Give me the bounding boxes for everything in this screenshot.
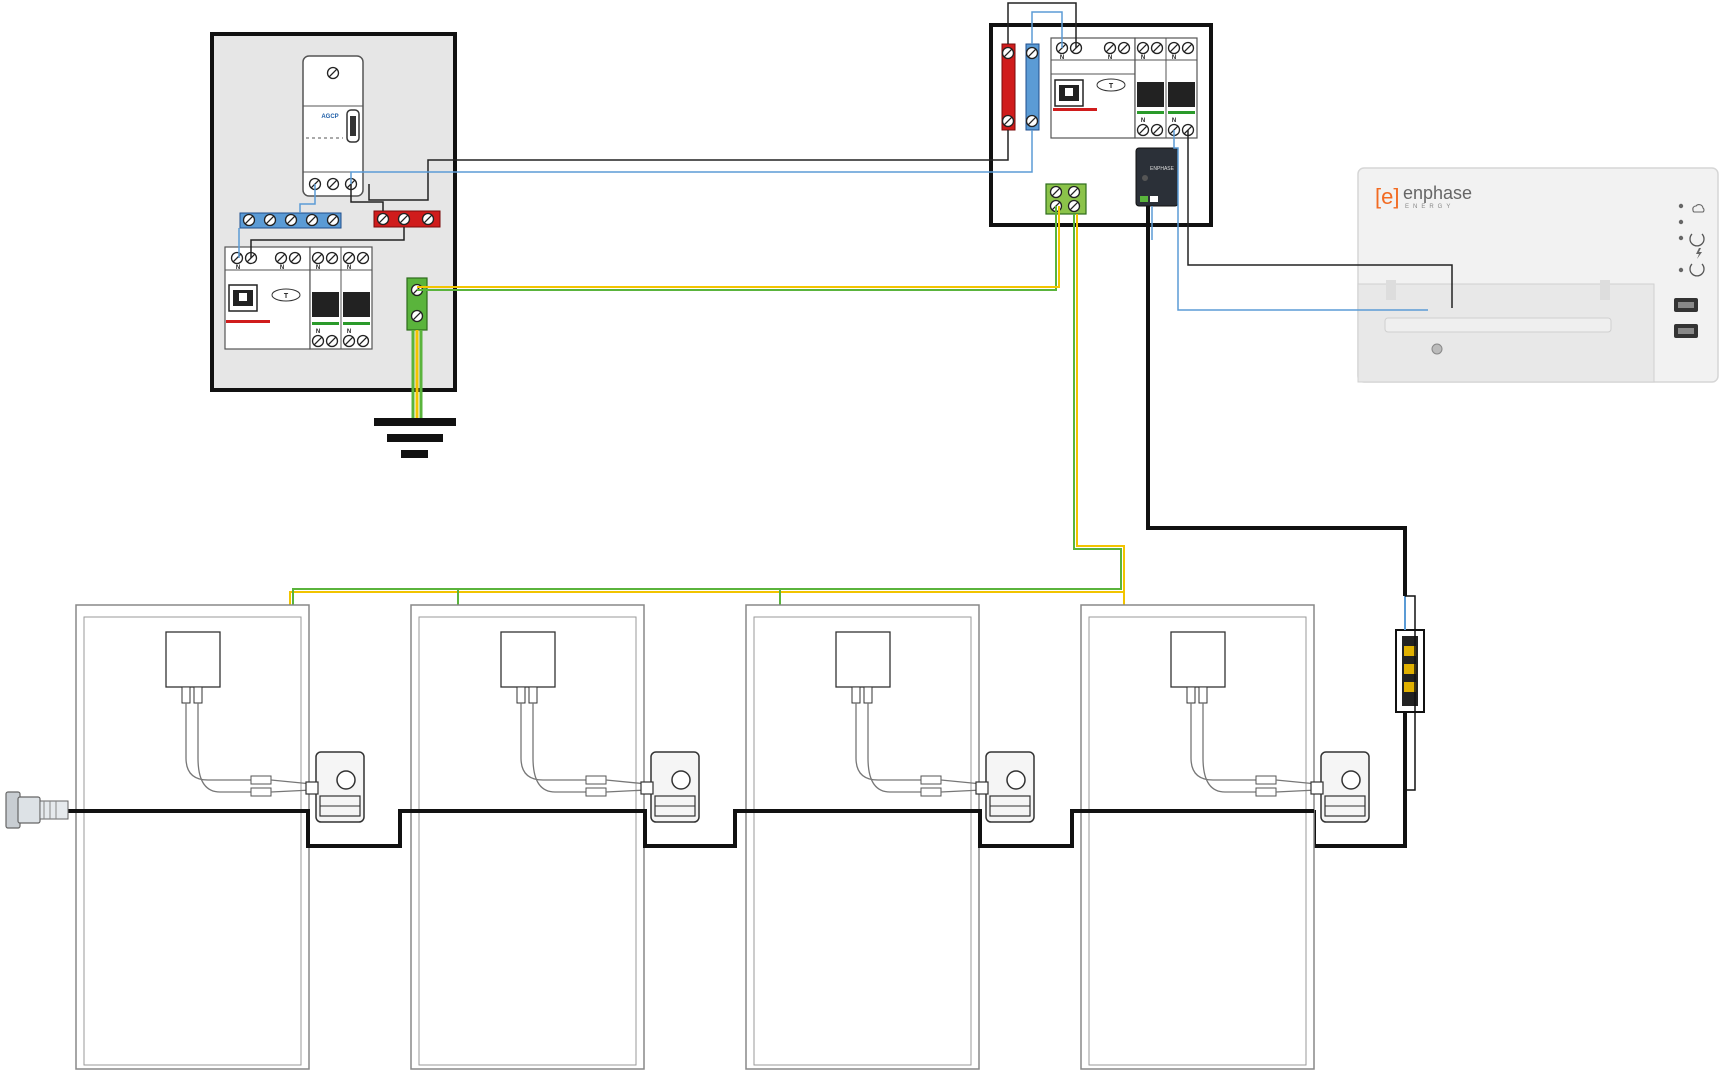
agcp-label: AGCP xyxy=(321,114,338,120)
relay-brand: ENPHASE xyxy=(1150,166,1175,172)
usb-port-icon[interactable] xyxy=(1674,298,1698,338)
neutral-mark: N xyxy=(1172,55,1176,61)
microinverter-icon xyxy=(305,751,365,823)
junction-box-icon xyxy=(1395,629,1425,713)
main-panel-internal-wiring xyxy=(238,184,405,258)
main-distribution-board: AGCP N N xyxy=(210,32,457,458)
neutral-mark: N xyxy=(280,265,284,271)
neutral-mark: N xyxy=(236,265,240,271)
enphase-relay: ENPHASE xyxy=(1135,147,1179,207)
main-differential-switch: N N T xyxy=(224,246,311,350)
phase-busbar xyxy=(373,210,441,228)
microinverter-icon xyxy=(1310,751,1370,823)
cloud-icon xyxy=(1692,204,1705,213)
microinverter-icon xyxy=(640,751,700,823)
ground-symbol-icon xyxy=(374,418,456,458)
earth-link-wire xyxy=(417,206,1060,291)
pv-differential-switch: N N T xyxy=(1050,37,1136,139)
main-circuit-breakers: N N N N xyxy=(309,246,373,350)
neutral-mark: N xyxy=(1108,55,1112,61)
bolt-icon xyxy=(1696,248,1702,259)
junction-box-icon xyxy=(1170,631,1226,704)
solar-module xyxy=(745,604,1035,1070)
solar-modules-array xyxy=(75,604,1370,1070)
solar-module xyxy=(1080,604,1370,1070)
pv-differential-label: T xyxy=(1109,83,1114,90)
neutral-mark: N xyxy=(347,265,351,271)
junction-box-icon xyxy=(500,631,556,704)
differential-label: T xyxy=(284,293,289,300)
dc-leads xyxy=(1190,703,1256,793)
cable-end-cap-icon xyxy=(5,791,69,829)
neutral-mark: N xyxy=(316,329,320,335)
gateway-status-leds xyxy=(1678,203,1684,273)
gateway-supply-cables xyxy=(1173,130,1453,311)
pv-neutral-busbar xyxy=(1025,43,1040,131)
dc-leads xyxy=(185,703,251,793)
microinverter-icon xyxy=(975,751,1035,823)
pv-jumper-wires xyxy=(1007,2,1077,48)
pv-subpanel: N N T N N N N xyxy=(989,2,1213,227)
junction-box-icon xyxy=(835,631,891,704)
pv-phase-busbar xyxy=(1001,43,1016,131)
dc-leads xyxy=(855,703,921,793)
feeder-cables xyxy=(350,130,1033,201)
neutral-mark: N xyxy=(1141,118,1145,124)
ac-bus-cable xyxy=(68,809,1314,848)
gateway-brand-name: enphase xyxy=(1403,183,1472,203)
pv-earth-terminal-block xyxy=(1045,183,1087,215)
earth-terminal-block xyxy=(406,277,428,331)
module-earth-bus xyxy=(289,214,1125,618)
agcp-main-breaker: AGCP xyxy=(302,55,364,197)
dc-leads xyxy=(520,703,586,793)
neutral-mark: N xyxy=(1060,55,1064,61)
neutral-mark: N xyxy=(1172,118,1176,124)
enphase-envoy-gateway: [e] enphase ENERGY xyxy=(1357,167,1719,383)
solar-module xyxy=(410,604,700,1070)
neutral-mark: N xyxy=(316,265,320,271)
gateway-brand-sub: ENERGY xyxy=(1405,204,1454,210)
earth-rod-wire xyxy=(411,330,423,418)
power-button-icon[interactable] xyxy=(1689,233,1705,277)
neutral-mark: N xyxy=(347,329,351,335)
neutral-mark: N xyxy=(1141,55,1145,61)
neutral-busbar xyxy=(239,212,342,229)
gateway-brand-bracket: [e] xyxy=(1375,184,1399,209)
ac-trunk-cable xyxy=(1146,206,1407,596)
pv-circuit-breakers: N N N N xyxy=(1134,37,1198,139)
junction-box-icon xyxy=(165,631,221,704)
solar-module xyxy=(75,604,365,1070)
